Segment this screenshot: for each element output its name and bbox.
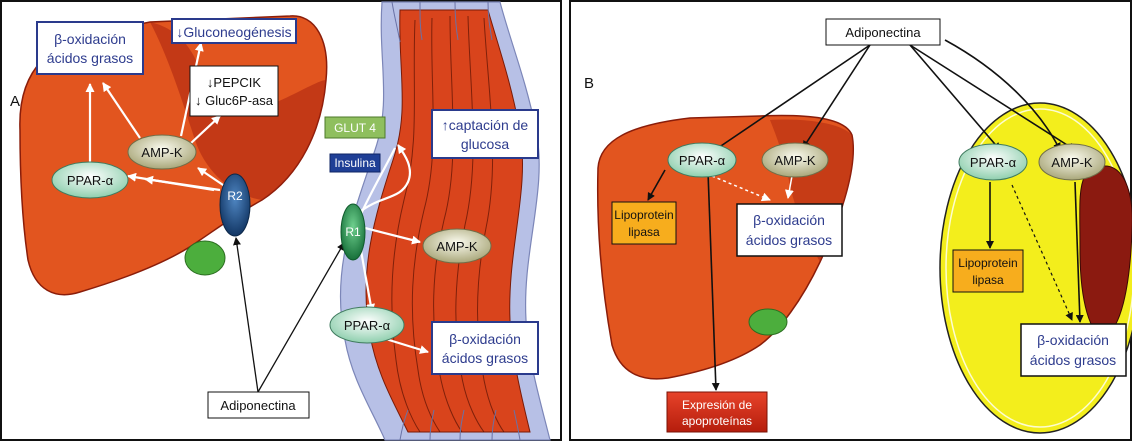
ppar-label-liver: PPAR-α <box>67 173 114 188</box>
pepck-box <box>190 66 278 116</box>
beta-ox-liver-line2: ácidos grasos <box>47 50 133 66</box>
beta-ox-liver-line1: β-oxidación <box>54 31 126 47</box>
beta-ox-adipo-line2: ácidos grasos <box>1030 352 1116 368</box>
gluconeogenesis-label: ↓Gluconeogénesis <box>176 24 291 40</box>
beta-ox-muscle-line2: ácidos grasos <box>442 350 528 366</box>
gallbladder-a <box>185 241 225 275</box>
panel-a: R2 R1 AMP-K PPAR-α AMP-K PPAR-α β-oxidac… <box>1 1 561 440</box>
beta-ox-box-liver <box>37 22 143 74</box>
ampk-label-liver: AMP-K <box>141 145 183 160</box>
captacion-line2: glucosa <box>461 136 509 152</box>
expresion-line1: Expresión de <box>682 398 752 412</box>
insulina-label: Insulina <box>334 156 376 170</box>
lipo-adipo-line2: lipasa <box>972 273 1004 287</box>
panel-b: Adiponectina PPAR-α AMP-K PPAR-α AMP-K L… <box>570 1 1132 440</box>
r2-label: R2 <box>227 189 243 203</box>
beta-ox-liver-b-line2: ácidos grasos <box>746 232 832 248</box>
beta-ox-muscle-line1: β-oxidación <box>449 331 521 347</box>
expresion-line2: apoproteínas <box>682 414 752 428</box>
glut4-label: GLUT 4 <box>334 121 376 135</box>
lipo-adipo-line1: Lipoprotein <box>958 256 1017 270</box>
ampk-label-adipo: AMP-K <box>1051 155 1093 170</box>
beta-ox-box-muscle <box>432 322 538 374</box>
adiponectina-label-b: Adiponectina <box>845 25 921 40</box>
gallbladder-b <box>749 309 787 335</box>
r1-label: R1 <box>345 225 361 239</box>
ampk-label-muscle: AMP-K <box>436 239 478 254</box>
ampk-label-liver-b: AMP-K <box>774 153 816 168</box>
beta-ox-liver-b-line1: β-oxidación <box>753 212 825 228</box>
lipo-liver-line2: lipasa <box>628 225 660 239</box>
ppar-label-liver-b: PPAR-α <box>679 153 726 168</box>
panel-a-label: A <box>10 93 20 110</box>
lipo-liver-line1: Lipoprotein <box>614 208 673 222</box>
pepck-line1: ↓PEPCIK <box>207 75 262 90</box>
panel-b-label: B <box>584 75 594 92</box>
beta-ox-adipo-line1: β-oxidación <box>1037 332 1109 348</box>
pepck-line2: ↓ Gluc6P-asa <box>195 93 274 108</box>
adiponectina-label-a: Adiponectina <box>220 398 296 413</box>
ppar-label-muscle: PPAR-α <box>344 318 391 333</box>
receptor-r2 <box>220 174 250 236</box>
captacion-line1: ↑captación de <box>442 117 529 133</box>
ppar-label-adipo: PPAR-α <box>970 155 1017 170</box>
